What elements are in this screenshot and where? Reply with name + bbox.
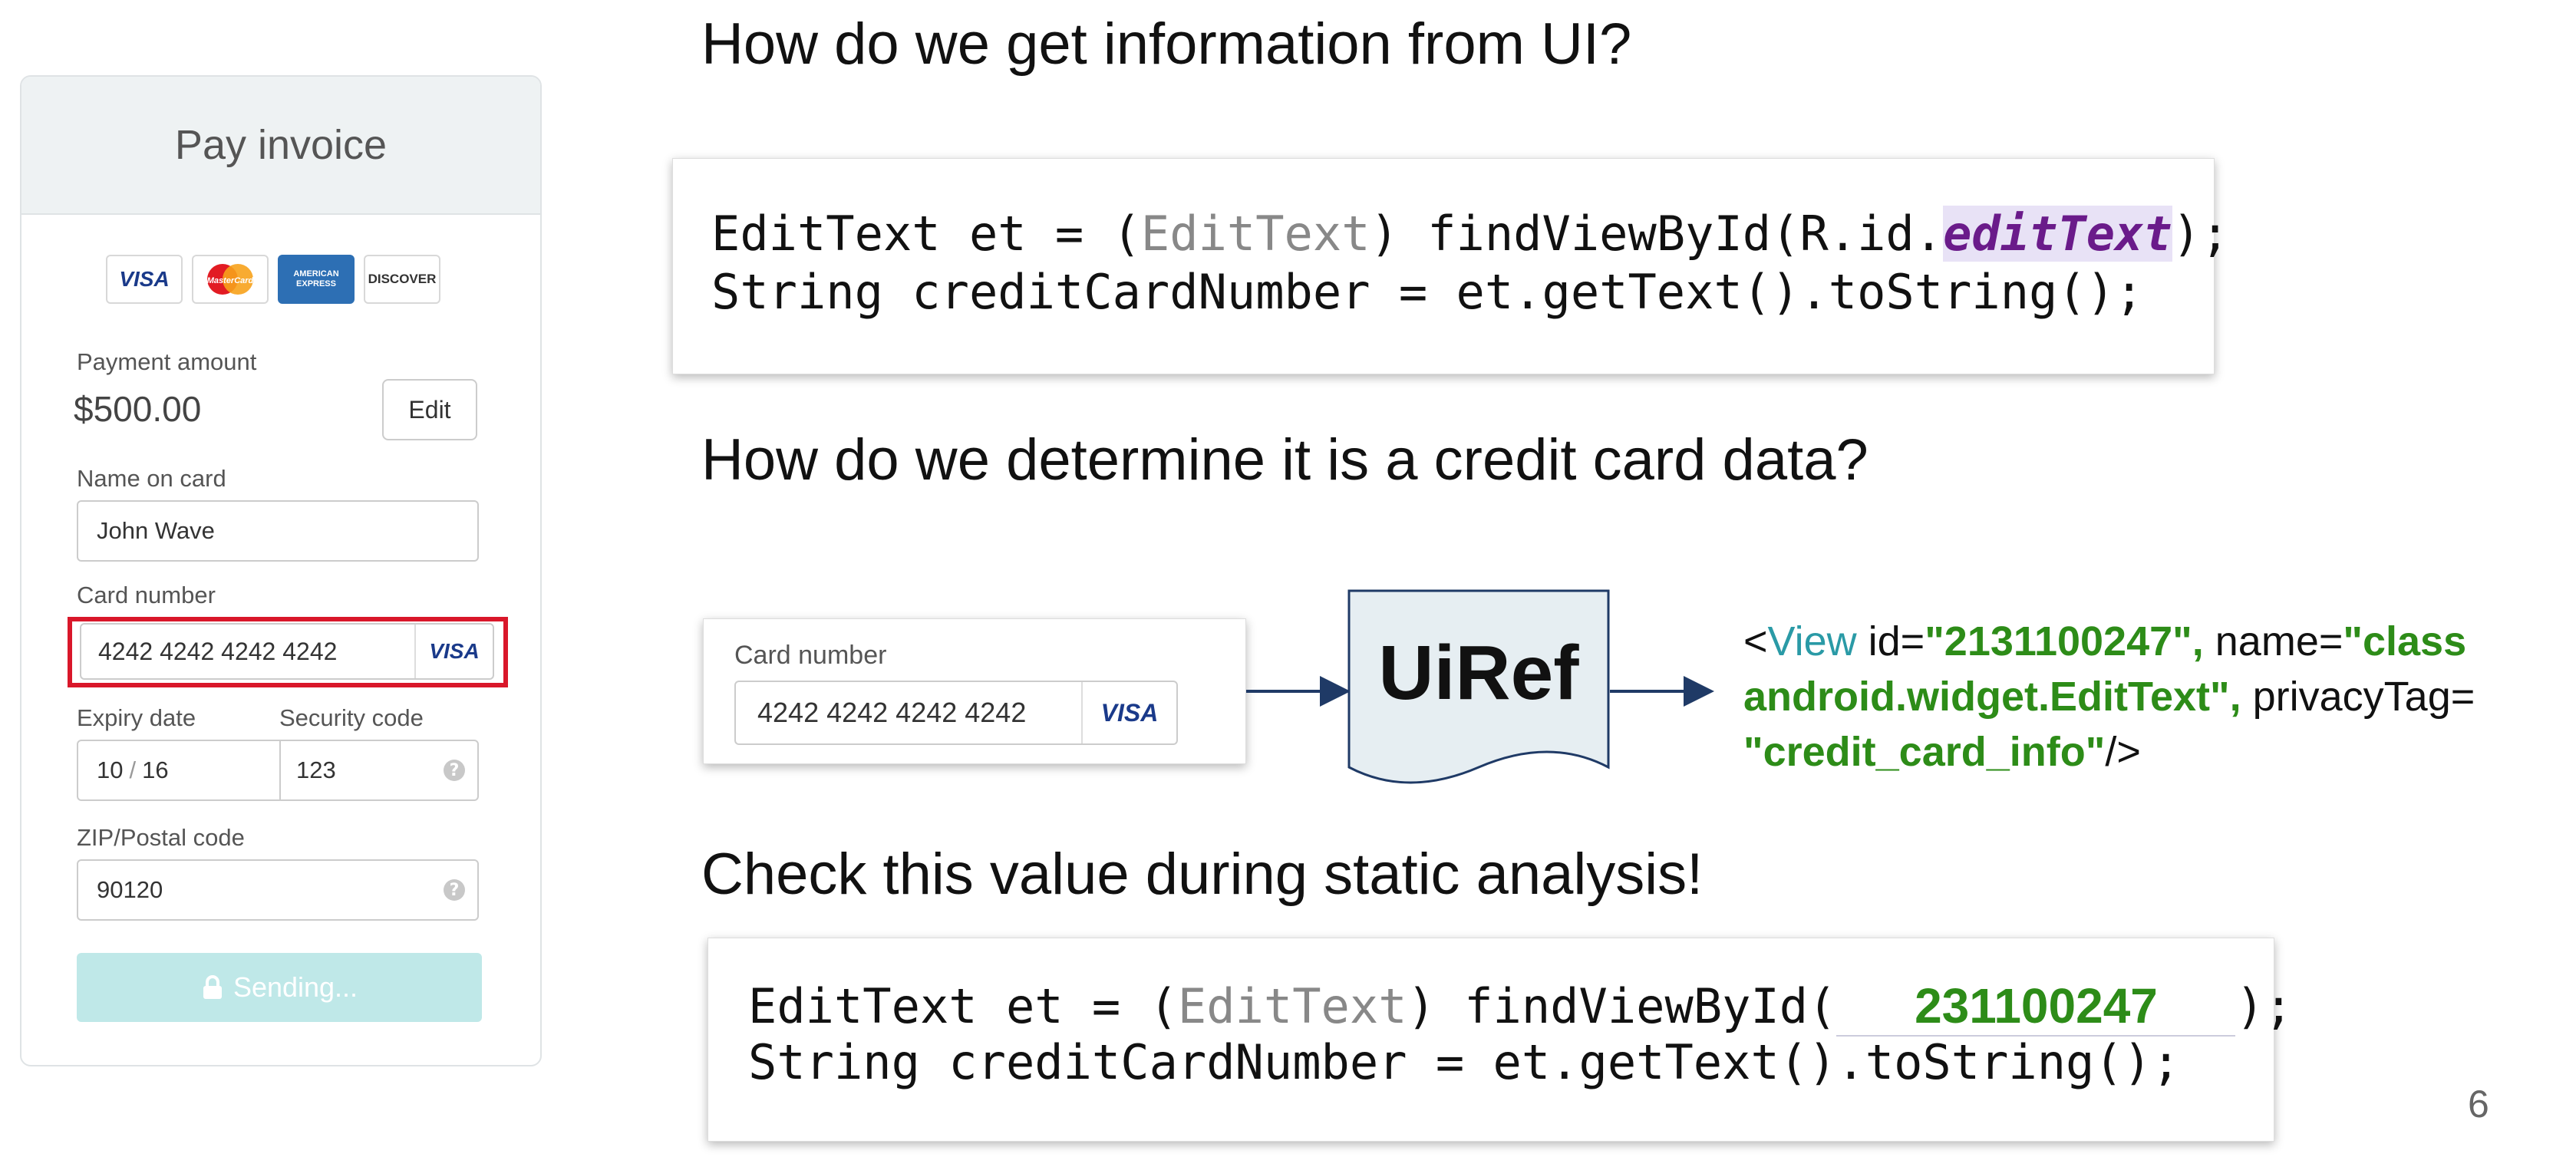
uiref-box <box>1347 589 1610 784</box>
security-code-value: 123 <box>296 756 336 783</box>
heading-check-value: Check this value during static analysis! <box>701 842 1704 907</box>
code-line-1: EditText et = (EditText) findViewById(23… <box>748 977 2293 1037</box>
edit-button[interactable]: Edit <box>382 379 477 440</box>
visa-icon: VISA <box>1081 682 1176 743</box>
card-number-value: 4242 4242 4242 4242 <box>98 637 338 665</box>
help-icon[interactable]: ? <box>444 760 465 781</box>
code-line-2: String creditCardNumber = et.getText().t… <box>711 264 2144 320</box>
payment-amount-label: Payment amount <box>77 348 257 375</box>
code-block-2: EditText et = (EditText) findViewById(23… <box>707 938 2293 1142</box>
lock-icon <box>203 975 222 999</box>
visa-logo-icon: VISA <box>106 255 183 304</box>
mastercard-logo-icon: MasterCard <box>192 255 269 304</box>
xml-line-3: "credit_card_info"/> <box>1743 729 2141 775</box>
zip-code-value: 90120 <box>97 876 163 903</box>
name-on-card-label: Name on card <box>77 465 226 492</box>
zip-code-label: ZIP/Postal code <box>77 824 245 851</box>
payment-form: Pay invoice VISA MasterCard AMERICAN EXP… <box>20 75 542 1066</box>
sending-label: Sending... <box>233 971 358 1003</box>
help-icon[interactable]: ? <box>444 879 465 901</box>
id-value-highlight: 231100247 <box>1836 977 2236 1037</box>
name-on-card-value: John Wave <box>97 517 215 544</box>
card-number-widget: Card number 4242 4242 4242 4242 VISA <box>703 618 1246 764</box>
code-line-1: EditText et = (EditText) findViewById(R.… <box>711 206 2230 262</box>
form-header <box>21 77 540 215</box>
payment-amount-value: $500.00 <box>74 389 202 429</box>
uiref-label: UiRef <box>1378 630 1579 716</box>
xml-line-1: <View id="2131100247", name="class <box>1743 618 2467 664</box>
code-block-1: EditText et = (EditText) findViewById(R.… <box>672 158 2229 374</box>
expiry-date-field[interactable]: 10 / 16 <box>77 740 281 801</box>
edittext-id-highlight: editText <box>1943 206 2172 262</box>
code-line-2: String creditCardNumber = et.getText().t… <box>748 1034 2181 1090</box>
card-number-label: Card number <box>77 582 216 608</box>
visa-icon: VISA <box>414 625 493 678</box>
heading-determine-credit-card: How do we determine it is a credit card … <box>701 427 1869 493</box>
page-number: 6 <box>2468 1083 2489 1126</box>
expiry-month: 10 <box>97 756 124 783</box>
mini-card-value: 4242 4242 4242 4242 <box>757 697 1027 728</box>
amex-logo-icon: AMERICAN EXPRESS <box>278 255 355 304</box>
card-number-field[interactable]: 4242 4242 4242 4242 VISA <box>80 623 494 680</box>
zip-code-field[interactable]: 90120 ? <box>77 859 479 921</box>
expiry-date-label: Expiry date <box>77 704 196 731</box>
security-code-label: Security code <box>279 704 424 731</box>
svg-text:MasterCard: MasterCard <box>207 276 254 285</box>
sending-button[interactable]: Sending... <box>77 953 482 1022</box>
discover-logo-icon: DISCOVER <box>364 255 440 304</box>
security-code-field[interactable]: 123 ? <box>279 740 479 801</box>
mini-card-field: 4242 4242 4242 4242 VISA <box>734 681 1178 745</box>
expiry-separator: / <box>129 756 137 783</box>
xml-line-2: android.widget.EditText", privacyTag= <box>1743 674 2475 720</box>
card-number-highlight <box>68 617 508 687</box>
mini-card-label: Card number <box>734 641 887 670</box>
expiry-year: 16 <box>142 756 169 783</box>
name-on-card-field[interactable]: John Wave <box>77 500 479 562</box>
uiref-diagram <box>1246 589 1714 784</box>
form-title: Pay invoice <box>174 122 388 168</box>
heading-get-information: How do we get information from UI? <box>701 12 1632 77</box>
